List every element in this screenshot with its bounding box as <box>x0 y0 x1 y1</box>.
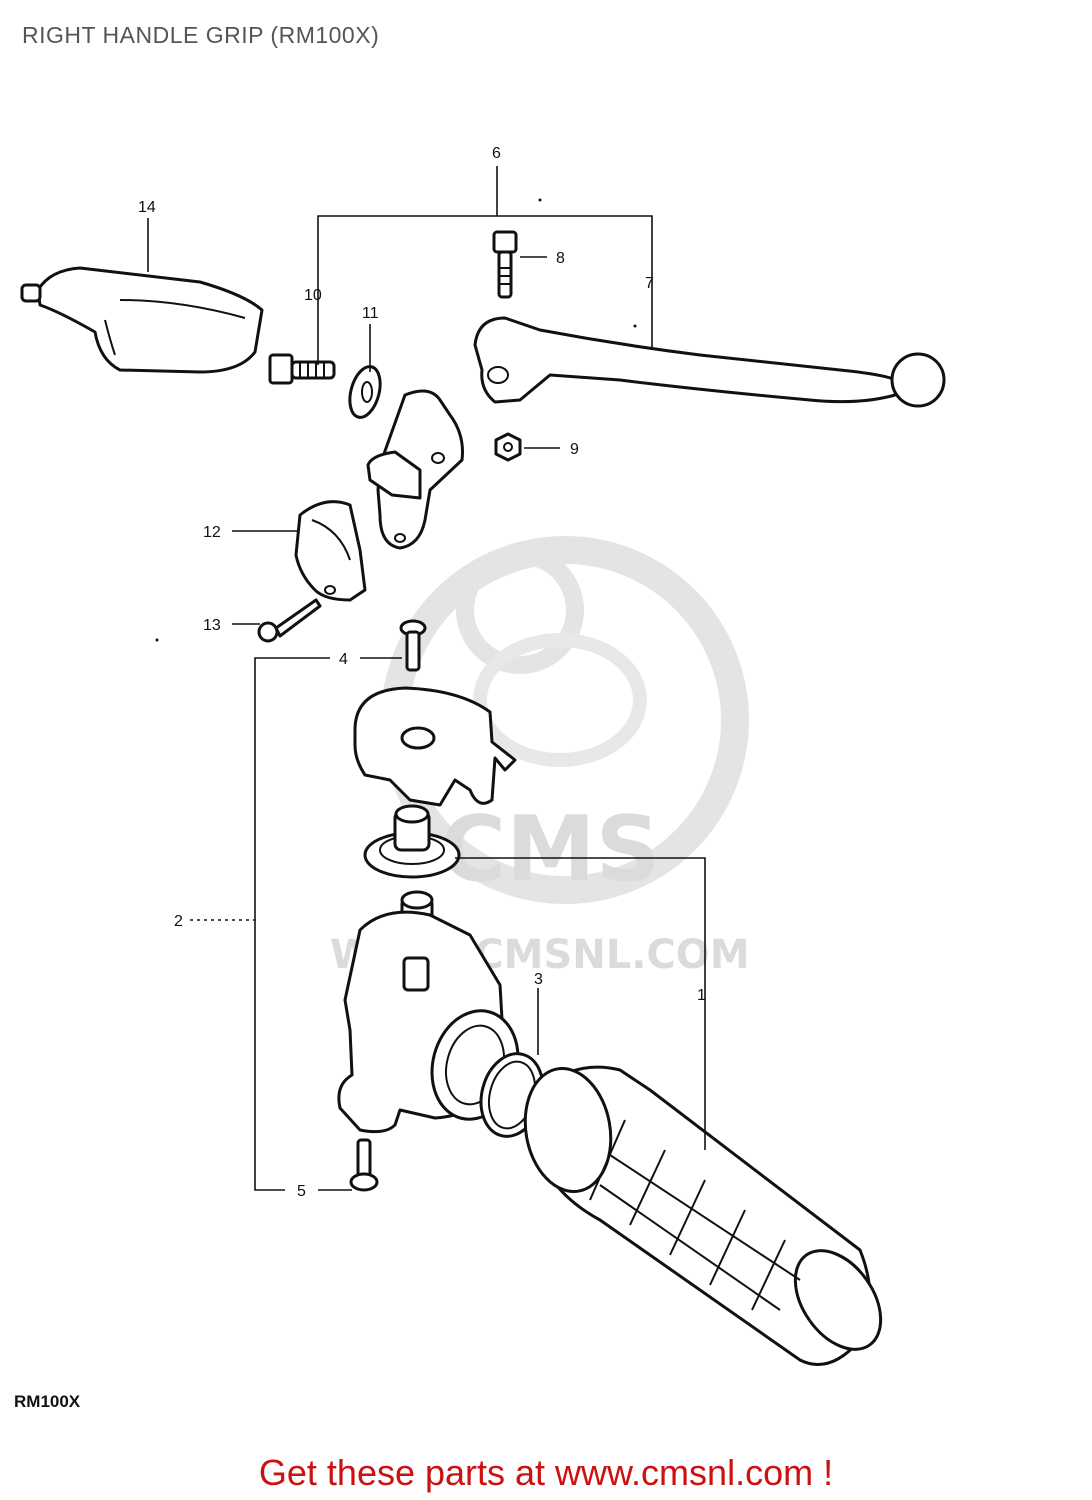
callout-3: 3 <box>534 971 543 988</box>
callout-13: 13 <box>203 617 221 634</box>
leader-lines <box>147 166 706 1191</box>
page-title: RIGHT HANDLE GRIP (RM100X) <box>22 22 380 48</box>
callout-1: 1 <box>697 987 706 1004</box>
callout-14: 14 <box>138 199 156 216</box>
callout-labels: 1 2 3 4 5 6 7 8 9 10 11 12 13 14 <box>138 145 706 1200</box>
speck-mark <box>538 198 542 202</box>
watermark-logo-text: CMS <box>440 797 660 902</box>
speck-mark <box>155 638 159 642</box>
lever-bracket <box>366 389 464 550</box>
callout-5: 5 <box>297 1183 306 1200</box>
parts-cta-link[interactable]: Get these parts at www.cmsnl.com ! <box>258 1452 834 1493</box>
part-9-nut <box>494 432 522 462</box>
callout-10: 10 <box>304 287 322 304</box>
callout-12: 12 <box>203 524 221 541</box>
part-7-brake-lever <box>473 316 946 408</box>
callout-7: 7 <box>645 275 654 292</box>
part-8-pivot-bolt <box>492 230 518 299</box>
part-11-lock-nut <box>348 365 382 419</box>
callout-2: 2 <box>174 913 183 930</box>
part-12-clamp <box>294 500 367 602</box>
callout-11: 11 <box>362 305 379 322</box>
part-13-screw <box>257 598 322 643</box>
callout-8: 8 <box>556 250 565 267</box>
part-5-screw <box>349 1138 379 1192</box>
part-14-lever-cover <box>20 266 264 374</box>
callout-9: 9 <box>570 441 579 458</box>
callout-4: 4 <box>339 651 348 668</box>
throttle-grip <box>523 1065 883 1366</box>
callout-6: 6 <box>492 145 501 162</box>
part-4-screw <box>399 619 427 672</box>
throttle-pulley <box>363 804 461 879</box>
part-10-adjuster-bolt <box>268 353 336 385</box>
throttle-housing-cap <box>353 686 517 807</box>
speck-mark <box>633 324 637 328</box>
model-code: RM100X <box>14 1392 81 1411</box>
